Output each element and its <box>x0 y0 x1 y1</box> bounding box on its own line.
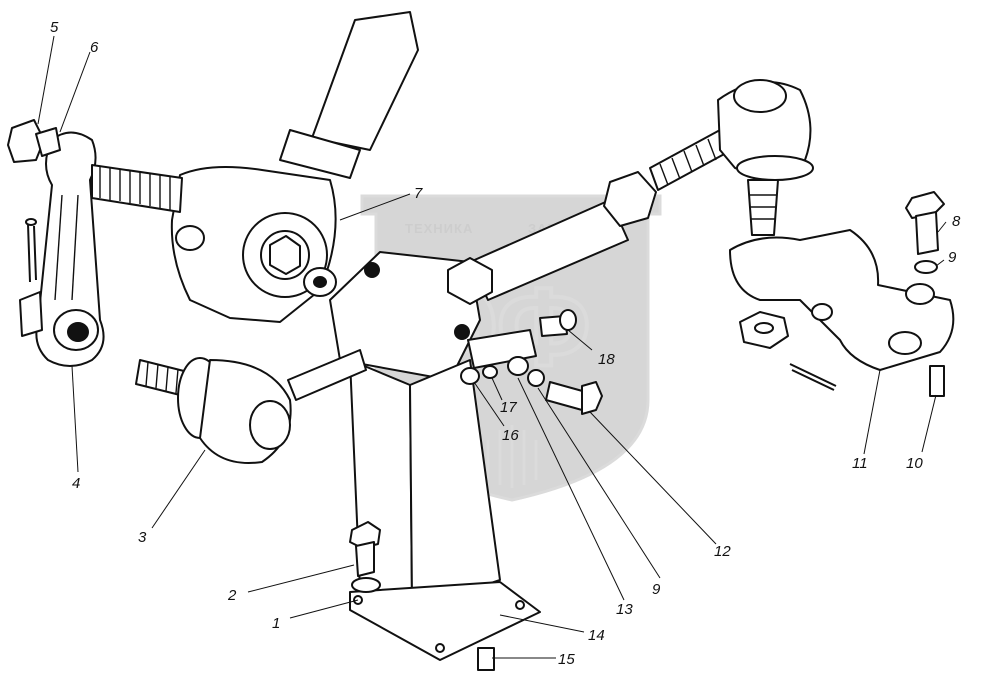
tie-rod-end-right <box>717 79 814 236</box>
pin-10 <box>929 365 945 397</box>
cotter-pin-right <box>789 363 837 391</box>
bushing-16-17 <box>460 356 529 385</box>
watermark-wheat-icon <box>486 425 538 488</box>
watermark-brand-left: ТЕХНИКА <box>405 221 473 236</box>
callout-3: 3 <box>138 529 147 546</box>
callout-labels: 1 2 3 4 5 6 7 8 9 9 10 11 12 13 14 15 16… <box>50 19 961 668</box>
bolt-12 <box>545 381 603 415</box>
callout-1: 1 <box>272 615 280 632</box>
cotter-pin <box>25 218 37 283</box>
castle-nut <box>739 311 789 349</box>
callout-5: 5 <box>50 19 59 36</box>
callout-15: 15 <box>558 651 575 668</box>
callout-18: 18 <box>598 351 615 368</box>
callout-13: 13 <box>616 601 633 618</box>
callout-14: 14 <box>588 627 605 644</box>
callout-10: 10 <box>906 455 923 472</box>
callout-6: 6 <box>90 39 99 56</box>
bolt-18 <box>539 309 577 337</box>
tie-rod-end-left <box>135 349 367 464</box>
bolt-2-washer-1 <box>349 521 381 593</box>
pitman-nut <box>7 119 61 163</box>
washer-9-right <box>914 260 938 274</box>
drag-link <box>447 129 729 305</box>
pitman-arm <box>19 131 105 367</box>
callout-2: 2 <box>227 587 237 604</box>
pin-15 <box>477 647 495 671</box>
steering-arm <box>729 229 955 371</box>
callout-9-center: 9 <box>652 581 661 598</box>
washer-9-center <box>527 369 545 387</box>
callout-7: 7 <box>414 185 423 202</box>
callout-9-right: 9 <box>948 249 957 266</box>
callout-4: 4 <box>72 475 80 492</box>
callout-16: 16 <box>502 427 519 444</box>
callout-12: 12 <box>714 543 731 560</box>
leader-lines <box>37 35 947 659</box>
callout-11: 11 <box>852 455 868 472</box>
bolt-8 <box>905 191 945 255</box>
steering-gearbox <box>91 11 419 323</box>
callout-17: 17 <box>500 399 517 416</box>
callout-8: 8 <box>952 213 961 230</box>
